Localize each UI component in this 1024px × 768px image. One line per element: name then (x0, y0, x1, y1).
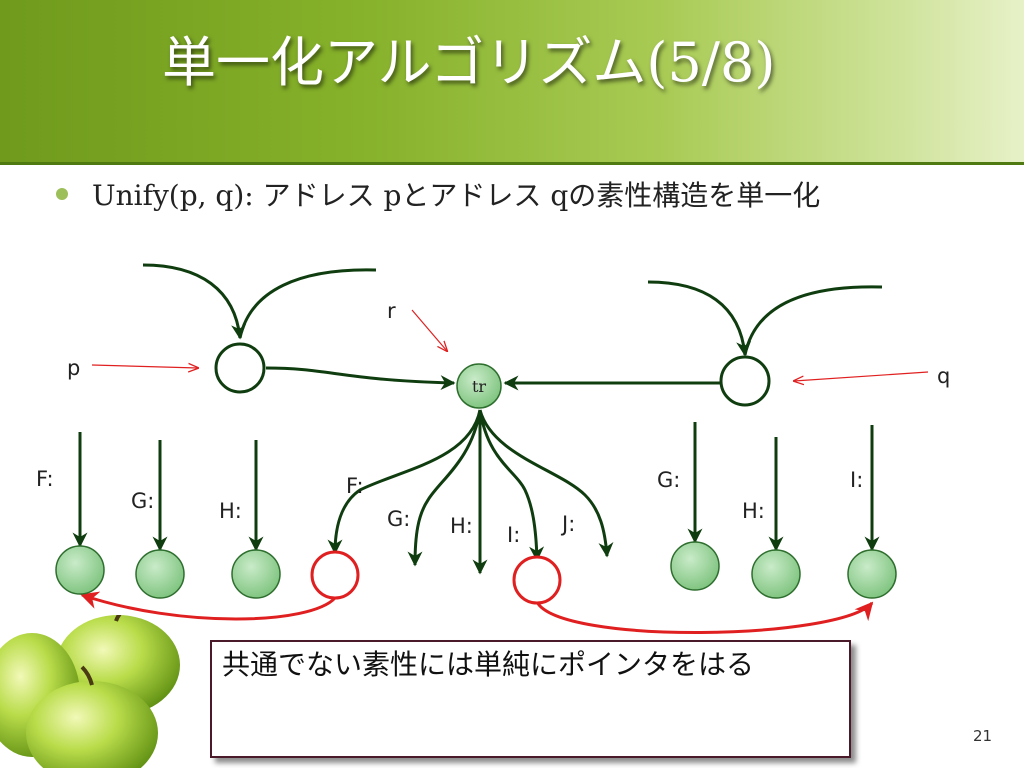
incoming-edge (743, 285, 883, 356)
feature-label: J: (560, 512, 575, 536)
feature-label: I: (507, 523, 520, 547)
node-q (719, 355, 771, 407)
incoming-edge (238, 268, 377, 339)
feature-label: G: (131, 489, 154, 513)
leaf-node (231, 549, 281, 599)
feature-label: G: (657, 468, 680, 492)
pointer-p-arrow (91, 365, 198, 368)
feature-label: F: (36, 467, 54, 491)
leaf-node (670, 541, 720, 591)
p-to-tr-edge (265, 366, 456, 391)
page-number: 21 (973, 727, 993, 745)
apples-image (0, 615, 180, 768)
leaf-node (847, 549, 897, 599)
label-r: r (387, 299, 396, 323)
feature-label: H: (219, 499, 242, 523)
incoming-edge (142, 263, 247, 340)
tr-feature-edge-f (327, 409, 482, 555)
link-f-arrow (80, 591, 337, 621)
slide-title: 単一化アルゴリズム(5/8) (162, 31, 776, 94)
bullet-text: Unify(p, q): アドレス pとアドレス qの素性構造を単一化 (92, 179, 821, 212)
link-i-arrow (535, 601, 874, 634)
highlight-node (310, 550, 360, 600)
incoming-edge (647, 280, 752, 357)
note-box: 共通でない素性には単純にポインタをはる (210, 640, 851, 758)
node-p (214, 342, 266, 394)
pointer-r-arrow (411, 309, 447, 351)
highlight-node (512, 555, 562, 605)
feature-label: F: (346, 474, 364, 498)
feature-label: H: (450, 514, 473, 538)
tr-feature-edge-i (478, 409, 545, 562)
leaf-node (135, 549, 185, 599)
pointer-q-arrow (794, 371, 929, 381)
bullet-icon (56, 188, 68, 200)
feature-label: G: (387, 507, 410, 531)
feature-label: I: (850, 468, 863, 492)
leaf-node (55, 545, 105, 595)
tr-feature-edge-j (478, 409, 614, 558)
leaf-node (751, 549, 801, 599)
feature-label: H: (742, 499, 765, 523)
label-p: p (67, 356, 80, 380)
label-q: q (937, 364, 950, 388)
tr-feature-edge-g (407, 409, 482, 567)
node-tr-label: tr (472, 377, 486, 396)
title-banner (0, 0, 1024, 162)
title-underline (0, 162, 1024, 165)
node-tr (456, 363, 502, 409)
